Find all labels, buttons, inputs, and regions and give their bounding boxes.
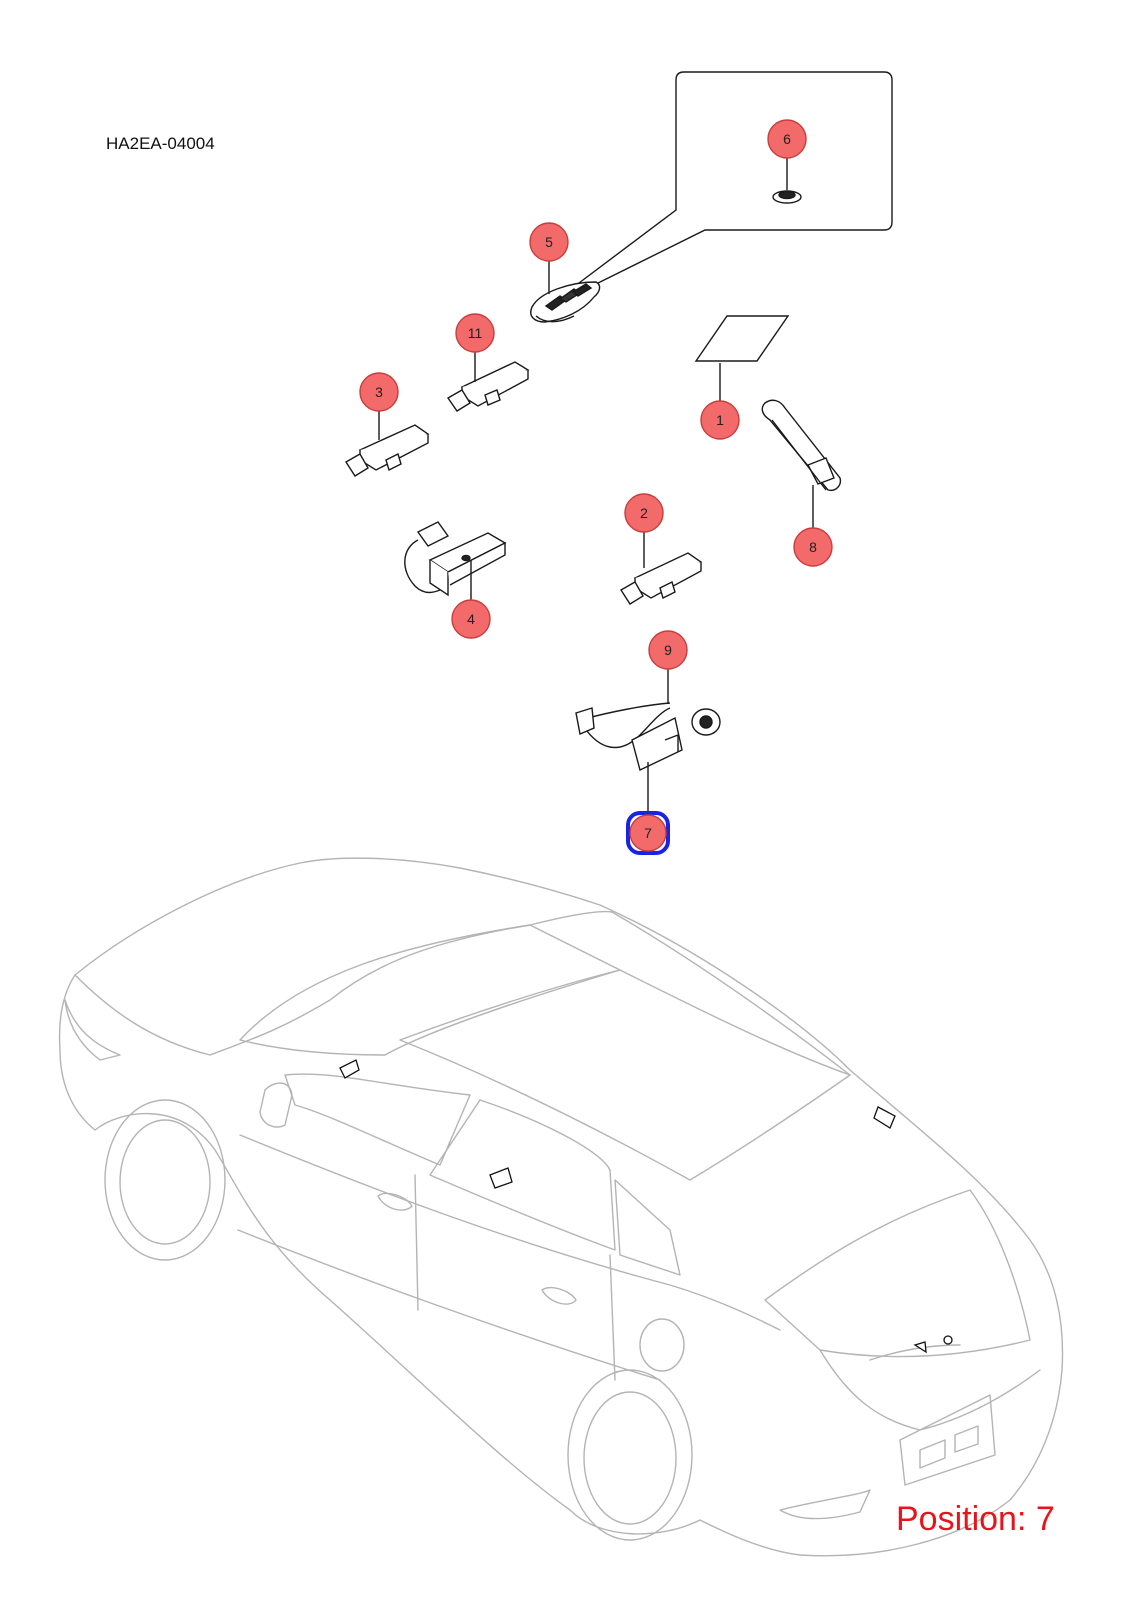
switch-harness-part <box>575 702 721 771</box>
antenna-2-part <box>620 552 703 605</box>
svg-text:9: 9 <box>664 642 672 658</box>
inset-box <box>574 71 893 289</box>
callout-5[interactable]: 5 <box>529 222 569 262</box>
callout-11[interactable]: 11 <box>455 313 495 353</box>
position-readout: Position: 7 <box>896 1500 1055 1538</box>
svg-text:6: 6 <box>783 131 791 147</box>
antenna-3-part <box>345 424 430 477</box>
svg-text:8: 8 <box>809 539 817 555</box>
svg-text:11: 11 <box>468 325 483 341</box>
svg-text:1: 1 <box>716 412 724 428</box>
callout-9[interactable]: 9 <box>648 630 688 670</box>
callout-1[interactable]: 1 <box>700 400 740 440</box>
svg-text:2: 2 <box>640 505 648 521</box>
diagram-code: HA2EA-04004 <box>106 134 215 153</box>
callouts: 6 5 11 3 1 2 8 4 <box>359 119 833 855</box>
antenna-module-part <box>761 399 842 492</box>
antenna-11-part <box>446 361 530 412</box>
coin-battery-part <box>772 190 802 204</box>
car-outline <box>58 857 1064 1557</box>
callout-4[interactable]: 4 <box>451 599 491 639</box>
callout-3[interactable]: 3 <box>359 372 399 412</box>
sticker-sheet-part <box>694 315 790 362</box>
callout-8[interactable]: 8 <box>793 527 833 567</box>
svg-text:7: 7 <box>644 825 652 841</box>
car-part-markers <box>339 1059 953 1354</box>
svg-text:4: 4 <box>467 611 475 627</box>
leader-lines <box>378 158 814 812</box>
svg-text:3: 3 <box>375 384 383 400</box>
callout-2[interactable]: 2 <box>624 493 664 533</box>
bracket-sensor-part <box>404 521 507 597</box>
callout-6[interactable]: 6 <box>767 119 807 159</box>
smart-key-fob-part <box>530 281 601 323</box>
callout-7-selected[interactable]: 7 <box>626 811 670 855</box>
svg-text:5: 5 <box>545 234 553 250</box>
